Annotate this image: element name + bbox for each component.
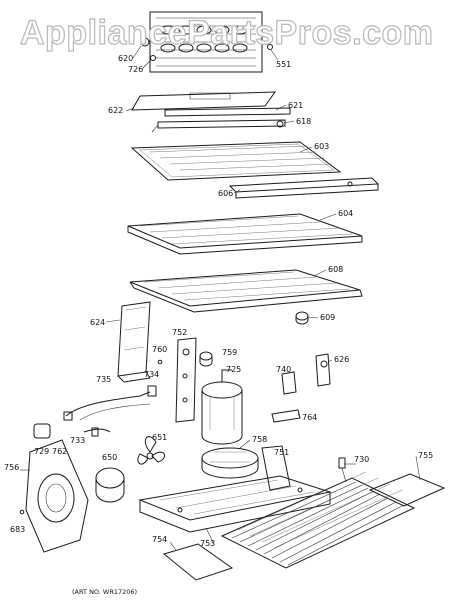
callout-551: 551 — [276, 60, 291, 69]
compressor-725 — [201, 369, 243, 445]
callout-622: 622 — [108, 106, 123, 115]
panel-754 — [162, 543, 234, 581]
trim-strip-606 — [228, 177, 380, 199]
leader-lines — [20, 45, 421, 551]
condenser-coil-730 — [220, 457, 416, 569]
callout-624: 624 — [90, 318, 105, 327]
base-pan-753 — [138, 475, 332, 533]
part-626 — [315, 353, 331, 387]
screw-760 — [157, 359, 163, 365]
callout-758: 758 — [252, 435, 267, 444]
callout-620: 620 — [118, 54, 133, 63]
cover-plate-622 — [125, 91, 276, 112]
callout-756: 756 — [4, 463, 19, 472]
art-number: (ART NO. WR17206) — [72, 588, 137, 596]
callout-labels: 620 726 551 622 621 618 603 606 604 608 … — [4, 54, 433, 548]
part-764 — [271, 409, 301, 423]
callout-609: 609 — [320, 313, 335, 322]
shelf-608 — [129, 269, 363, 313]
callout-755: 755 — [418, 451, 433, 460]
screw-683 — [19, 509, 25, 515]
callout-730: 730 — [354, 455, 369, 464]
screw-620 — [140, 37, 150, 47]
shelf-603 — [130, 141, 342, 181]
callout-734: 734 — [144, 370, 159, 379]
callout-621: 621 — [288, 101, 303, 110]
callout-683: 683 — [10, 525, 25, 534]
fan-blade-651 — [137, 436, 166, 465]
bracket-752 — [175, 337, 197, 423]
callout-618: 618 — [296, 117, 311, 126]
callout-753: 753 — [200, 539, 215, 548]
callout-752: 752 — [172, 328, 187, 337]
callout-735: 735 — [96, 375, 111, 384]
knob-609 — [295, 311, 309, 325]
callout-740: 740 — [276, 365, 291, 374]
rod-assembly-621 — [151, 107, 291, 133]
capacitor-729 — [33, 423, 51, 439]
callout-604: 604 — [338, 209, 353, 218]
frame-751 — [261, 445, 291, 491]
relay-759 — [199, 351, 213, 367]
shelf-604 — [127, 213, 363, 255]
panel-755 — [368, 473, 446, 507]
clip-726 — [150, 55, 156, 61]
callout-603: 603 — [314, 142, 329, 151]
callout-760: 760 — [152, 345, 167, 354]
callout-650: 650 — [102, 453, 117, 462]
wiring-harness-735 — [63, 385, 157, 437]
callout-751: 751 — [274, 448, 289, 457]
evaporator-grille — [140, 11, 273, 73]
callout-726: 726 — [128, 65, 143, 74]
callout-729: 729 — [34, 447, 49, 456]
callout-764: 764 — [302, 413, 317, 422]
part-740 — [281, 371, 297, 395]
screw-551 — [267, 44, 273, 50]
callout-606: 606 — [218, 189, 233, 198]
callout-733: 733 — [70, 436, 85, 445]
fan-motor-650 — [95, 467, 125, 503]
callout-725: 725 — [226, 365, 241, 374]
callout-762: 762 — [52, 447, 67, 456]
callout-608: 608 — [328, 265, 343, 274]
watermark-text: AppliancePartsPros.com — [20, 14, 433, 52]
callout-759: 759 — [222, 348, 237, 357]
callout-626: 626 — [334, 355, 349, 364]
mount-758 — [201, 447, 259, 479]
callout-651: 651 — [152, 433, 167, 442]
duct-624 — [117, 301, 151, 383]
callout-754: 754 — [152, 535, 167, 544]
fan-shroud-756 — [25, 439, 89, 553]
